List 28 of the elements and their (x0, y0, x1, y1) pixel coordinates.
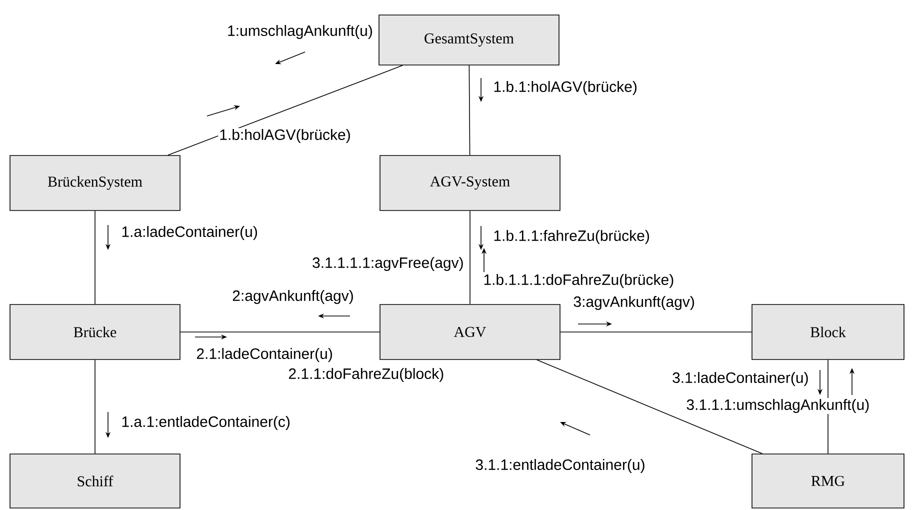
message-label: 1.a:ladeContainer(u) (120, 225, 259, 241)
object-box: RMG (752, 454, 904, 508)
object-box: BrückenSystem (10, 155, 180, 211)
message-label: 3.1:ladeContainer(u) (671, 371, 810, 387)
message-label: 3.1.1.1.1:agvFree(agv) (311, 256, 465, 272)
object-box: AGV (380, 304, 560, 360)
message-label: 3.1.1.1:umschlagAnkunft(u) (685, 398, 871, 414)
object-box: AGV-System (380, 155, 560, 211)
message-label: 2.1.1:doFahreZu(block) (287, 367, 446, 383)
message-label: 2:agvAnkunft(agv) (231, 289, 355, 305)
connector-line (536, 360, 763, 454)
connector-line (94, 360, 96, 454)
connector-line (168, 64, 403, 156)
message-label: 1.a.1:entladeContainer(c) (120, 415, 292, 431)
message-label: 1.b:holAGV(brücke) (218, 128, 352, 144)
message-label: 2.1:ladeContainer(u) (195, 347, 334, 363)
message-label: 1:umschlagAnkunft(u) (226, 24, 374, 40)
message-label: 1.b.1.1.1:doFahreZu(brücke) (482, 273, 676, 289)
connector-line (468, 64, 470, 156)
object-box: Schiff (10, 454, 180, 508)
connector-line (94, 210, 96, 304)
message-label: 1.b.1:holAGV(brücke) (492, 80, 638, 96)
message-label: 3.1.1:entladeContainer(u) (474, 458, 646, 474)
object-box: Brücke (10, 304, 180, 360)
object-box: GesamtSystem (378, 14, 560, 66)
message-label: 1.b.1.1:fahreZu(brücke) (492, 229, 651, 245)
message-label: 3:agvAnkunft(agv) (572, 295, 696, 311)
object-box: Block (752, 304, 904, 360)
